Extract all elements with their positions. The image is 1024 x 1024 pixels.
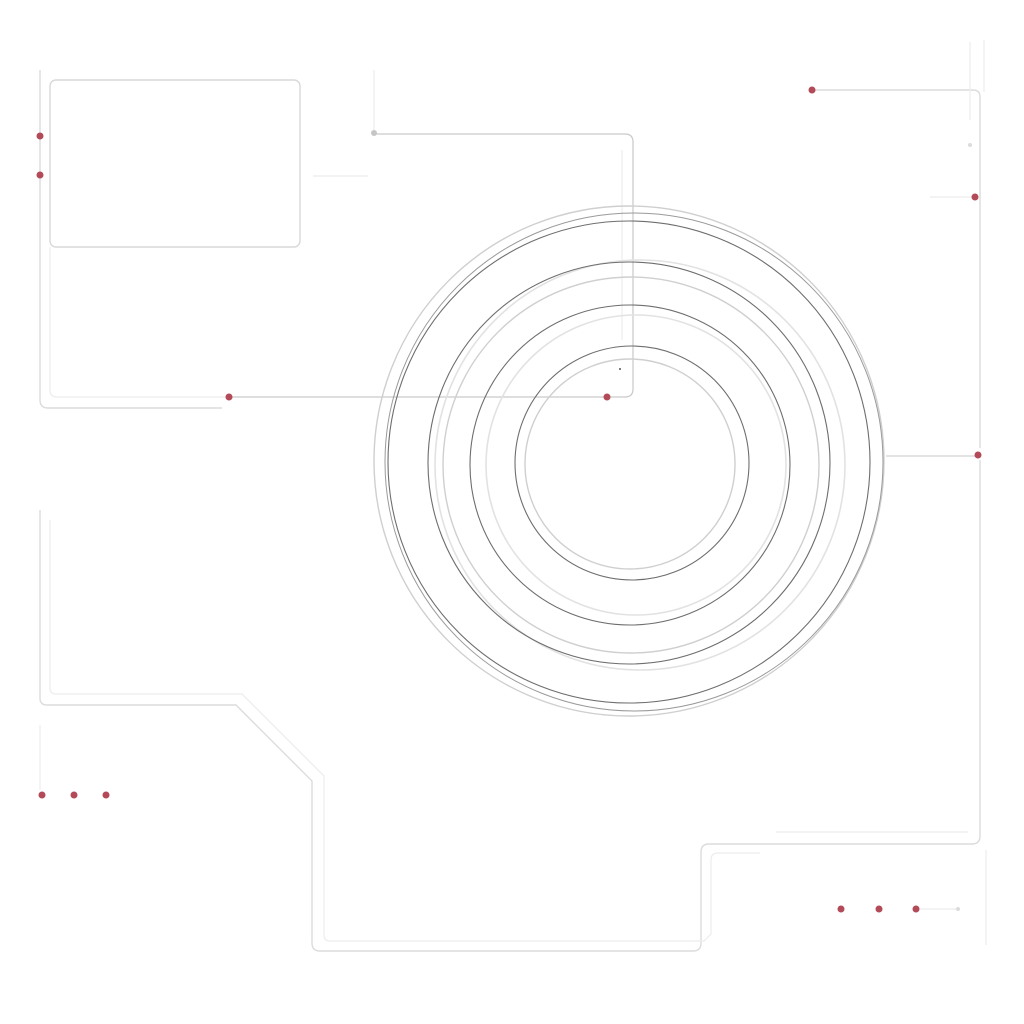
node-dots bbox=[36, 86, 982, 459]
node-dot-left-lower bbox=[36, 171, 44, 179]
ring-outer-inner-edge bbox=[387, 220, 871, 704]
ring-second-halo bbox=[434, 259, 846, 671]
ring-outer bbox=[384, 212, 884, 712]
ellipsis-dot bbox=[38, 791, 46, 799]
left-rail-inner bbox=[49, 247, 229, 398]
ellipsis-dot bbox=[912, 905, 920, 913]
node-dot-top-right bbox=[808, 86, 816, 94]
bottom-right-tail-cap bbox=[956, 907, 960, 911]
top-left-panel bbox=[49, 79, 368, 248]
lower-left-trace-inner bbox=[49, 520, 760, 942]
ring-center-marker bbox=[619, 368, 621, 370]
ring-second-inner bbox=[442, 276, 820, 654]
top-left-panel-frame bbox=[49, 79, 301, 248]
ring-third-halo bbox=[485, 314, 787, 616]
ring-third bbox=[469, 304, 791, 626]
ellipsis-dot bbox=[875, 905, 883, 913]
node-dot-right-upper bbox=[971, 193, 979, 201]
node-dot-center-left bbox=[225, 393, 233, 401]
ring-inner-halo bbox=[524, 358, 736, 570]
node-dot-left-upper bbox=[36, 132, 44, 140]
right-rail-top bbox=[812, 89, 981, 448]
lower-left-trace-outer bbox=[39, 460, 981, 952]
node-dot-center-hub bbox=[603, 393, 611, 401]
ellipsis-dots-bottom-right bbox=[837, 905, 920, 913]
right-rail-cap bbox=[968, 143, 972, 147]
ring-outer-halo bbox=[373, 205, 885, 717]
ellipsis-dot bbox=[102, 791, 110, 799]
ellipsis-dots-bottom-left bbox=[38, 791, 110, 799]
node-dot-right-mid bbox=[974, 451, 982, 459]
trace-left-to-hub bbox=[229, 133, 634, 398]
ring-inner bbox=[514, 345, 750, 581]
ring-second bbox=[427, 261, 831, 665]
ellipsis-dot bbox=[70, 791, 78, 799]
ellipsis-dot bbox=[837, 905, 845, 913]
concentric-ring-group bbox=[373, 205, 885, 717]
left-rail-upper bbox=[39, 70, 222, 409]
node-dot-top-gray bbox=[371, 130, 377, 136]
